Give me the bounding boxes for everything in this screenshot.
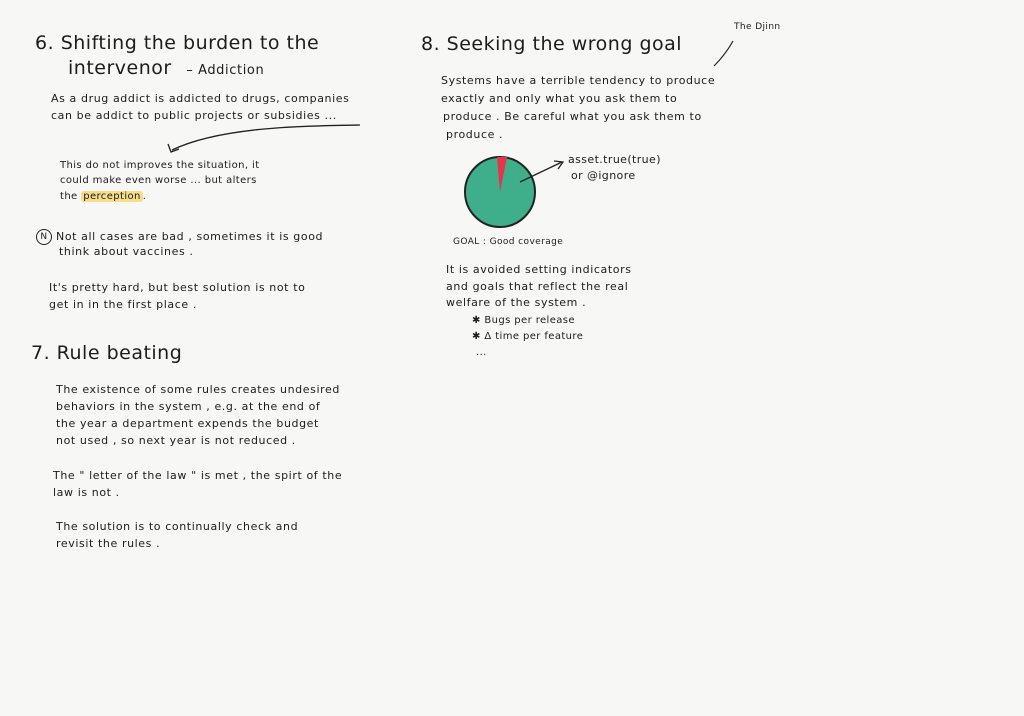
goal-label: GOAL : Good coverage [453,237,564,247]
section7-p3-line2: revisit the rules . [56,537,161,550]
pie-label-arrow [519,161,563,183]
section6-p1-line1: As a drug addict is addicted to drugs, c… [51,92,350,105]
bullet-text: Bugs per release [484,315,575,326]
section6-p2-line2: think about vaccines . [59,245,194,258]
bullet-item: ✱ Δ time per feature [472,332,583,342]
section6-note-pre: the [60,191,78,202]
section6-title-line2: intervenor [68,57,172,79]
djinn-annotation: The Djinn [734,22,781,32]
section6-p3-line1: It's pretty hard, but best solution is n… [49,281,306,294]
section8-p2-line3: welfare of the system . [446,296,587,309]
section7-p2-line1: The " letter of the law " is met , the s… [53,469,343,482]
djinn-pointer [713,40,734,67]
subsidies-arrowhead [167,143,180,153]
section6-p3-line2: get in in the first place . [49,298,197,311]
bullet-ellipsis: ... [476,347,487,358]
bullet-marker-icon: ✱ [472,315,481,326]
section7-title: 7. Rule beating [31,342,183,364]
section8-p1-line3: produce . Be careful what you ask them t… [443,110,702,123]
section6-heading: 6. Shifting the burden to the [35,34,319,53]
section6-heading-line2: intervenor – Addiction [68,59,264,78]
pie-label-line1: asset.true(true) [568,153,661,166]
pie-label-arrowhead [553,160,565,170]
section7-p1-line2: behaviors in the system , e.g. at the en… [56,400,321,413]
section8-title: 8. Seeking the wrong goal [421,33,683,55]
section8-p1-line1: Systems have a terrible tendency to prod… [441,74,716,87]
section7-p1-line4: not used , so next year is not reduced . [56,434,296,447]
section7-p1-line3: the year a department expends the budget [56,417,319,430]
section8-p2-line2: and goals that reflect the real [446,280,629,293]
section6-note-post: . [142,191,147,202]
section7-p2-line2: law is not . [53,486,120,499]
perception-highlight: perception [81,191,143,202]
section6-p1-line2: can be addict to public projects or subs… [51,109,337,122]
section6-note-line1: This do not improves the situation, it [60,160,260,171]
section6-note-line2: could make even worse ... but alters [60,175,257,186]
note-marker-icon: N [36,229,52,245]
section6-note-line3: the perception. [60,191,147,202]
section6-subtitle: – Addiction [186,63,265,78]
section8-p1-line4: produce . [446,128,504,141]
bullet-text: Δ time per feature [484,331,584,342]
subsidies-arrow [171,124,361,151]
section6-p2-text: Not all cases are bad , sometimes it is … [56,230,324,243]
section6-number: 6. [35,32,55,54]
section7-p1-line1: The existence of some rules creates unde… [56,383,340,396]
bullet-marker-icon: ✱ [472,331,481,342]
coverage-pie-slice [497,157,507,192]
section6-p2-line1: N Not all cases are bad , sometimes it is… [36,229,323,245]
section8-p2-line1: It is avoided setting indicators [446,263,632,276]
pie-label-line2: or @ignore [571,169,636,182]
section6-title-line1: Shifting the burden to the [60,32,320,54]
section8-p1-line2: exactly and only what you ask them to [441,92,678,105]
section7-p3-line1: The solution is to continually check and [56,520,299,533]
bullet-item: ✱ Bugs per release [472,316,575,326]
